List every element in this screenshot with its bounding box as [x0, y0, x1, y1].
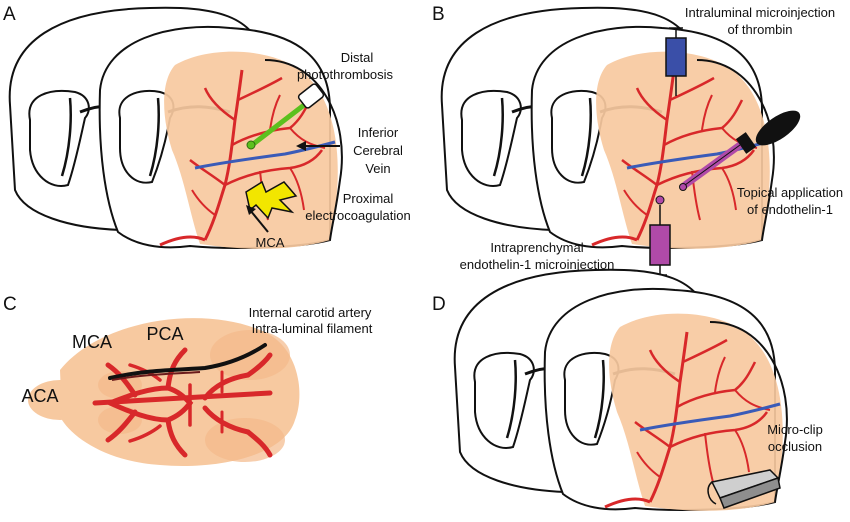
- a-prox-line2: electrocoagulation: [305, 208, 411, 223]
- panel-b: B Intraluminal microinjection of thromb: [432, 4, 843, 276]
- a-prox-line1: Proximal: [343, 191, 394, 206]
- c-ica-line2: Intra-luminal filament: [252, 321, 373, 336]
- b-intra-line2: of thrombin: [727, 22, 792, 37]
- panel-a: A Distal photothrombosis Inferior Cerebr…: [3, 4, 411, 251]
- a-distal-line1: Distal: [341, 50, 374, 65]
- b-topical-line2: of endothelin-1: [747, 202, 833, 217]
- a-icv-line3: Vein: [365, 161, 390, 176]
- b-paren-line2: endothelin-1 microinjection: [460, 257, 615, 272]
- d-clip-line2: occlusion: [768, 439, 822, 454]
- circle-of-willis: [92, 347, 273, 458]
- panel-c: C: [3, 294, 373, 466]
- electrocoagulation-spark-icon: [245, 180, 298, 220]
- a-icv-line2: Cerebral: [353, 143, 403, 158]
- a-icv-line1: Inferior: [358, 125, 399, 140]
- panel-d: D Micro-clip occlusion: [432, 268, 823, 513]
- micro-clip-icon: [707, 469, 781, 509]
- panel-d-letter: D: [432, 294, 446, 315]
- c-aca-label: ACA: [21, 386, 58, 406]
- c-mca-label: MCA: [72, 332, 112, 352]
- c-ica-line1: Internal carotid artery: [249, 305, 372, 320]
- b-intra-line1: Intraluminal microinjection: [685, 5, 835, 20]
- panel-c-letter: C: [3, 294, 17, 315]
- c-pca-label: PCA: [146, 324, 183, 344]
- b-paren-line1: Intraprenchymal: [490, 240, 583, 255]
- panel-b-letter: B: [432, 4, 445, 25]
- a-mca-label: MCA: [256, 235, 285, 250]
- dropper-icon: [679, 110, 801, 191]
- laser-probe-icon: [246, 83, 325, 150]
- b-topical-line1: Topical application: [737, 185, 843, 200]
- panel-a-letter: A: [3, 4, 16, 25]
- syringe-icon: [665, 27, 687, 96]
- intraluminal-filament: [108, 343, 267, 380]
- d-clip-line1: Micro-clip: [767, 422, 823, 437]
- a-distal-line2: photothrombosis: [297, 67, 394, 82]
